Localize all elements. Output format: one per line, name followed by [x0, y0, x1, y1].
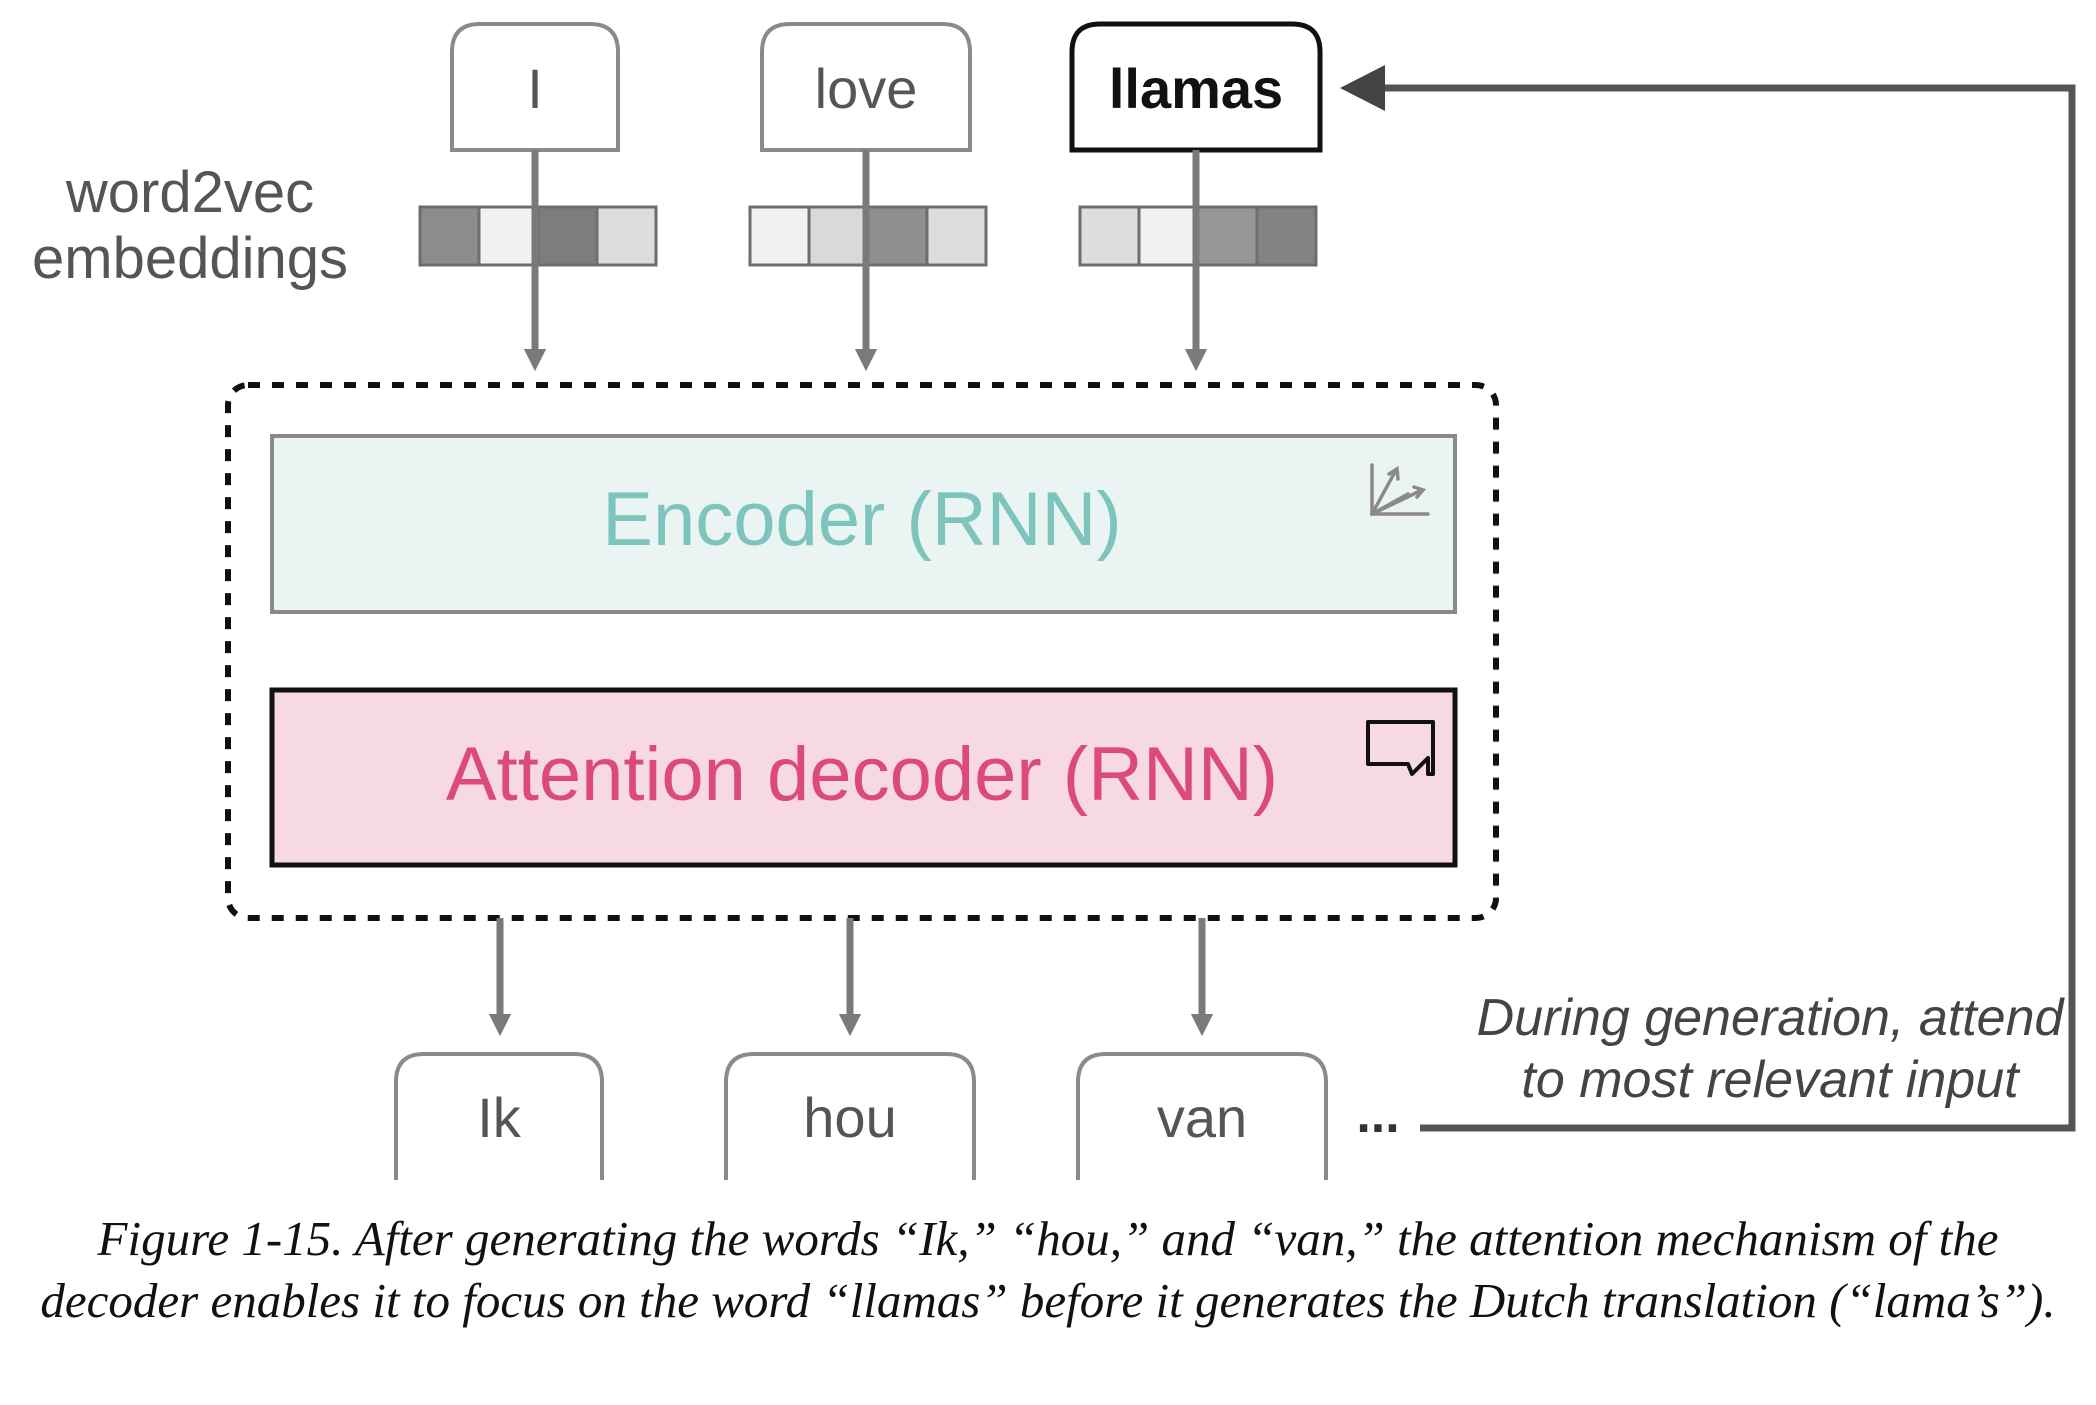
attention-diagram: word2vec embeddings I love llamas — [32, 21, 2076, 1180]
output-word-text: hou — [803, 1086, 896, 1149]
output-word-box: Ik — [394, 1052, 604, 1180]
embedding-cell — [536, 205, 599, 267]
encoder-block: Encoder (RNN) — [270, 434, 1457, 614]
encoder-decoder-container — [225, 382, 1499, 921]
ellipsis: ... — [1356, 1086, 1399, 1144]
embedding-cell — [1078, 205, 1141, 267]
embedding-cell — [866, 205, 929, 267]
embedding-cell — [925, 205, 988, 267]
embeddings-label-line2: embeddings — [32, 226, 348, 291]
figure-caption: Figure 1-15. After generating the words … — [40, 1211, 2056, 1328]
feedback-arrow — [1355, 84, 2076, 1132]
embedding-cell — [1255, 205, 1318, 267]
speech-bubble-icon — [1366, 720, 1435, 776]
embeddings-label-line1: word2vec — [65, 160, 314, 225]
output-word-text: van — [1157, 1086, 1247, 1149]
output-word-text: Ik — [477, 1086, 522, 1149]
feedback-arrowhead — [1340, 65, 1385, 111]
input-word-text: love — [815, 57, 918, 120]
embedding-cell — [595, 205, 658, 267]
feedback-note-line1: During generation, attend — [1477, 989, 2066, 1047]
embedding-vector — [748, 205, 988, 267]
decoder-label: Attention decoder (RNN) — [446, 732, 1278, 817]
output-word-box: van — [1076, 1052, 1328, 1180]
input-word-box-active: llamas — [1069, 21, 1323, 153]
embedding-cell — [748, 205, 811, 267]
vector-axes-icon — [1370, 463, 1430, 516]
input-word-box: I — [450, 22, 620, 152]
input-word-text: I — [527, 57, 543, 120]
decoder-block: Attention decoder (RNN) — [269, 687, 1458, 868]
input-word-box: love — [760, 22, 972, 152]
embedding-vector — [418, 205, 658, 267]
embedding-vector — [1078, 205, 1318, 267]
feedback-note-line2: to most relevant input — [1521, 1051, 2021, 1109]
embedding-cell — [1196, 205, 1259, 267]
embedding-cell — [477, 205, 540, 267]
encoder-label: Encoder (RNN) — [602, 477, 1121, 562]
input-word-text: llamas — [1109, 57, 1283, 120]
embedding-cell — [807, 205, 870, 267]
embedding-cell — [1137, 205, 1200, 267]
output-word-box: hou — [724, 1052, 976, 1180]
embedding-cell — [418, 205, 481, 267]
